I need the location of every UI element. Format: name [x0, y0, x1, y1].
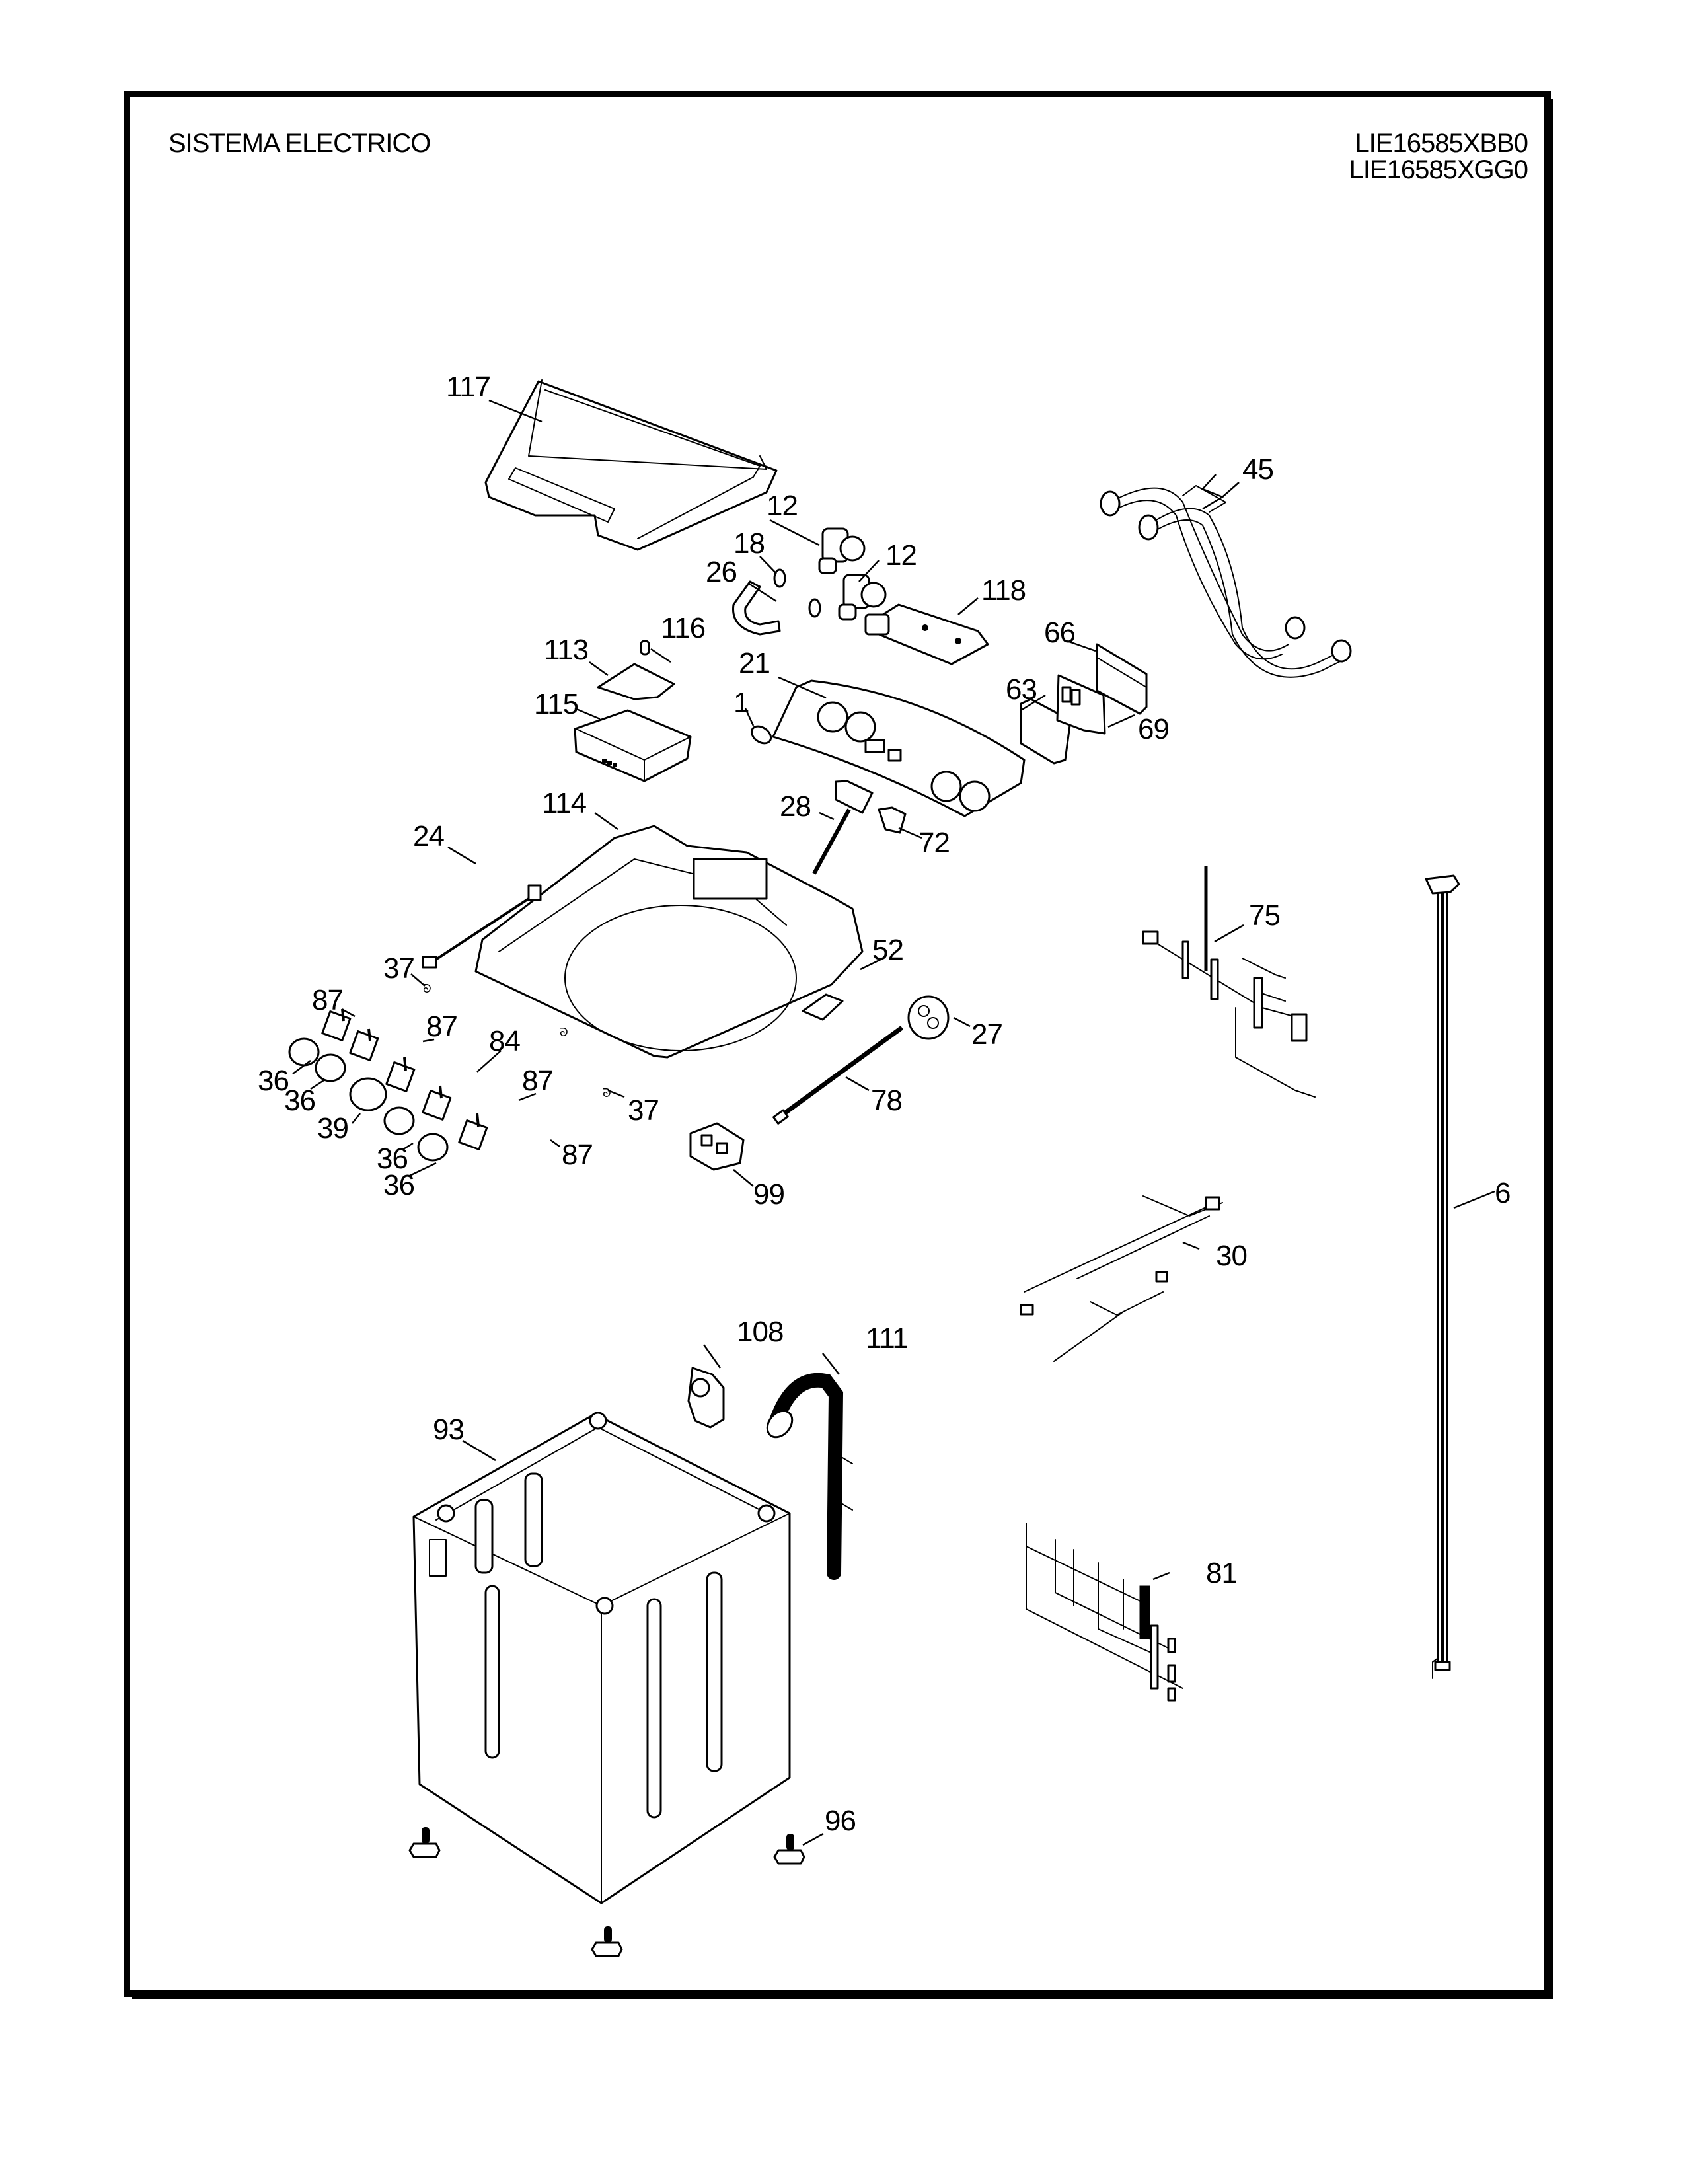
callout-108: 108	[737, 1316, 783, 1348]
callout-87-a: 87	[312, 984, 343, 1016]
callout-36-d: 36	[383, 1169, 414, 1201]
callout-52: 52	[872, 934, 903, 966]
callout-36-a: 36	[258, 1065, 289, 1097]
part-117-top-lid	[484, 379, 778, 551]
part-72-switch-bracket	[878, 806, 907, 834]
page-frame	[124, 91, 1551, 1997]
callout-117: 117	[446, 371, 490, 403]
page-title: SISTEMA ELECTRICO	[168, 129, 431, 158]
part-36-knob-d	[417, 1133, 449, 1162]
callout-66: 66	[1044, 617, 1075, 649]
callout-72: 72	[918, 827, 950, 859]
callout-96: 96	[825, 1805, 856, 1837]
part-66-board-bracket	[1096, 643, 1148, 715]
callout-24: 24	[413, 820, 444, 852]
part-69-control-board	[1056, 674, 1106, 735]
part-39-large-knob	[349, 1077, 387, 1111]
part-6-power-cord	[1425, 874, 1460, 1679]
part-87-rotary-switch-b	[349, 1028, 379, 1061]
part-96-leveling-feet	[408, 1827, 805, 1957]
callout-36-b: 36	[284, 1084, 315, 1117]
svg-text:ᘐ: ᘐ	[423, 982, 431, 995]
callout-26: 26	[706, 556, 737, 588]
part-118-valve-bracket	[864, 603, 989, 665]
part-108-drain-connector	[687, 1367, 725, 1429]
callout-116: 116	[661, 612, 705, 644]
callout-111: 111	[866, 1322, 908, 1355]
callout-1: 1	[733, 687, 749, 719]
callout-37-right: 37	[628, 1094, 659, 1127]
part-1-logo-badge	[750, 725, 772, 745]
part-84-selector-switch	[385, 1057, 416, 1092]
callout-78: 78	[871, 1084, 902, 1117]
part-93-cabinet	[412, 1412, 791, 1904]
callout-18: 18	[733, 527, 765, 560]
callout-113: 113	[544, 634, 588, 666]
part-36-knob-c	[383, 1106, 415, 1135]
callout-115: 115	[534, 688, 578, 720]
part-21-control-panel	[772, 679, 1026, 817]
callout-99: 99	[753, 1178, 784, 1211]
part-36-knob-b	[315, 1053, 346, 1082]
part-36-knob-a	[288, 1037, 320, 1067]
leader-lines	[292, 399, 1495, 1846]
part-111-drain-hose	[766, 1373, 853, 1580]
svg-text:ᘐ: ᘐ	[560, 1026, 568, 1039]
part-87-rotary-switch-d	[458, 1113, 488, 1150]
callout-114: 114	[542, 787, 587, 819]
part-78-pressure-tube	[772, 1026, 904, 1125]
callout-75: 75	[1249, 899, 1280, 932]
callout-labels: 117 12 18 12 26 118 45 113 116 21 66 63 …	[258, 371, 1511, 1837]
callout-39: 39	[317, 1112, 348, 1145]
part-28-lid-switch	[812, 780, 874, 875]
part-27-pressure-switch	[907, 995, 950, 1040]
callout-36-c: 36	[377, 1143, 408, 1175]
callout-84: 84	[489, 1025, 520, 1057]
svg-text:ᘐ: ᘐ	[603, 1086, 611, 1100]
callout-45: 45	[1242, 453, 1273, 486]
callout-93: 93	[433, 1413, 464, 1446]
callout-118: 118	[981, 574, 1026, 607]
part-37-clip-top: ᘐ	[423, 982, 431, 995]
callout-37-top: 37	[383, 952, 414, 985]
callout-87-d: 87	[562, 1139, 593, 1171]
part-116-siphon-cap	[640, 640, 650, 656]
callout-81: 81	[1206, 1557, 1237, 1589]
callout-12-bottom: 12	[885, 539, 917, 572]
part-12-inlet-valve-top	[818, 527, 866, 574]
part-45-inlet-hoses	[1100, 485, 1352, 678]
part-115-dispenser-drawer	[574, 709, 692, 782]
callout-69: 69	[1138, 713, 1169, 745]
part-24-wire-harness	[422, 884, 542, 969]
part-37-clip-right: ᘐ ᘐ	[560, 1026, 611, 1100]
part-81-lower-harness	[1026, 1523, 1183, 1702]
model-number-1: LIE16585XBB0	[1355, 129, 1528, 158]
part-26-hose	[732, 580, 781, 636]
callout-63: 63	[1006, 673, 1037, 706]
part-75-main-harness	[1142, 866, 1316, 1098]
part-114-top-cover	[474, 825, 864, 1059]
callout-27: 27	[971, 1018, 1002, 1051]
callout-87-c: 87	[522, 1065, 553, 1097]
part-30-motor-harness	[1020, 1195, 1223, 1362]
callout-87-b: 87	[426, 1010, 457, 1043]
part-52-bracket-plate	[802, 993, 844, 1021]
part-87-rotary-switch-c	[422, 1085, 452, 1121]
part-99-terminal-block	[689, 1122, 745, 1171]
part-12-inlet-valve-bottom	[838, 574, 887, 621]
callout-12-top: 12	[767, 490, 798, 522]
model-number-2: LIE16585XGG0	[1349, 155, 1528, 184]
part-87-rotary-switch-a	[321, 1008, 352, 1041]
callout-6: 6	[1495, 1177, 1510, 1209]
callout-28: 28	[780, 790, 811, 823]
callout-21: 21	[739, 647, 770, 679]
part-18-clamp	[773, 568, 821, 618]
part-113-dispenser-cup	[597, 663, 675, 700]
callout-30: 30	[1216, 1240, 1247, 1272]
